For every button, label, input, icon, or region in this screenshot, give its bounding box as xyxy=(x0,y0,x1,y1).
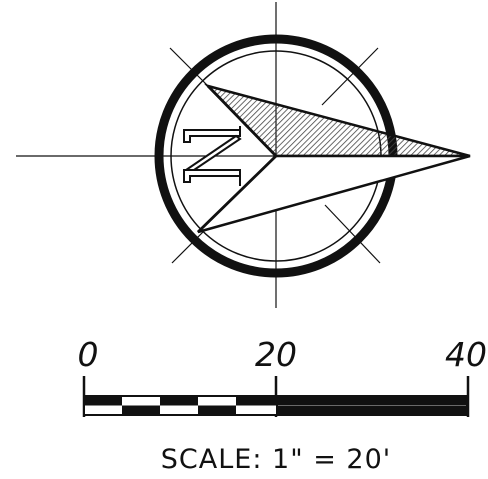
arrow-upper-half-hatched xyxy=(203,83,471,158)
scale-label-20: 20 xyxy=(255,335,297,374)
diagonal-line-ne xyxy=(321,47,379,106)
scale-bar: 0 20 40 SCALE: 1" = 20' xyxy=(78,335,488,475)
north-arrow xyxy=(16,2,471,308)
scale-caption: SCALE: 1" = 20' xyxy=(161,444,391,475)
scale-checker-bottom xyxy=(122,405,236,415)
scale-checker-top xyxy=(84,396,276,406)
north-letter xyxy=(182,126,242,186)
scale-label-40: 40 xyxy=(445,335,487,374)
scale-label-0: 0 xyxy=(78,335,99,374)
arrow-head xyxy=(197,83,471,234)
diagonal-line-se xyxy=(324,204,381,264)
arrow-tail-notch xyxy=(197,85,278,234)
